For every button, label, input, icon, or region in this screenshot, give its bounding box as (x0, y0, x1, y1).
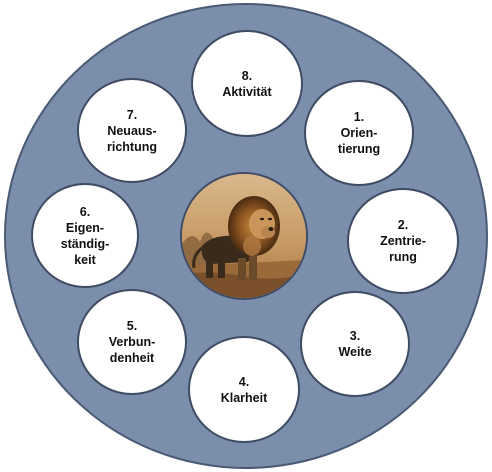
node-aktivitaet: 8. Aktivität (191, 30, 303, 137)
node-orientierung: 1. Orien- tierung (304, 80, 414, 186)
lion-photo-icon (180, 172, 308, 300)
node-label-orientierung: 1. Orien- tierung (337, 110, 381, 156)
node-label-weite: 3. Weite (338, 329, 372, 359)
node-label-klarheit: 4. Klarheit (220, 374, 268, 405)
node-weite: 3. Weite (300, 291, 410, 397)
node-label-verbundenheit: 5. Verbun- denheit (108, 319, 156, 365)
node-zentrierung: 2. Zentrie- rung (347, 188, 459, 294)
node-eigenstaendigkeit: 6. Eigen- ständig- keit (31, 183, 139, 288)
node-neuausrichtung: 7. Neuaus- richtung (77, 78, 187, 183)
node-label-eigenstaendigkeit: 6. Eigen- ständig- keit (60, 204, 110, 267)
node-label-aktivitaet: 8. Aktivität (222, 68, 272, 99)
node-verbundenheit: 5. Verbun- denheit (77, 289, 187, 395)
node-label-zentrierung: 2. Zentrie- rung (380, 218, 426, 264)
node-klarheit: 4. Klarheit (188, 336, 300, 443)
node-label-neuausrichtung: 7. Neuaus- richtung (107, 107, 157, 154)
